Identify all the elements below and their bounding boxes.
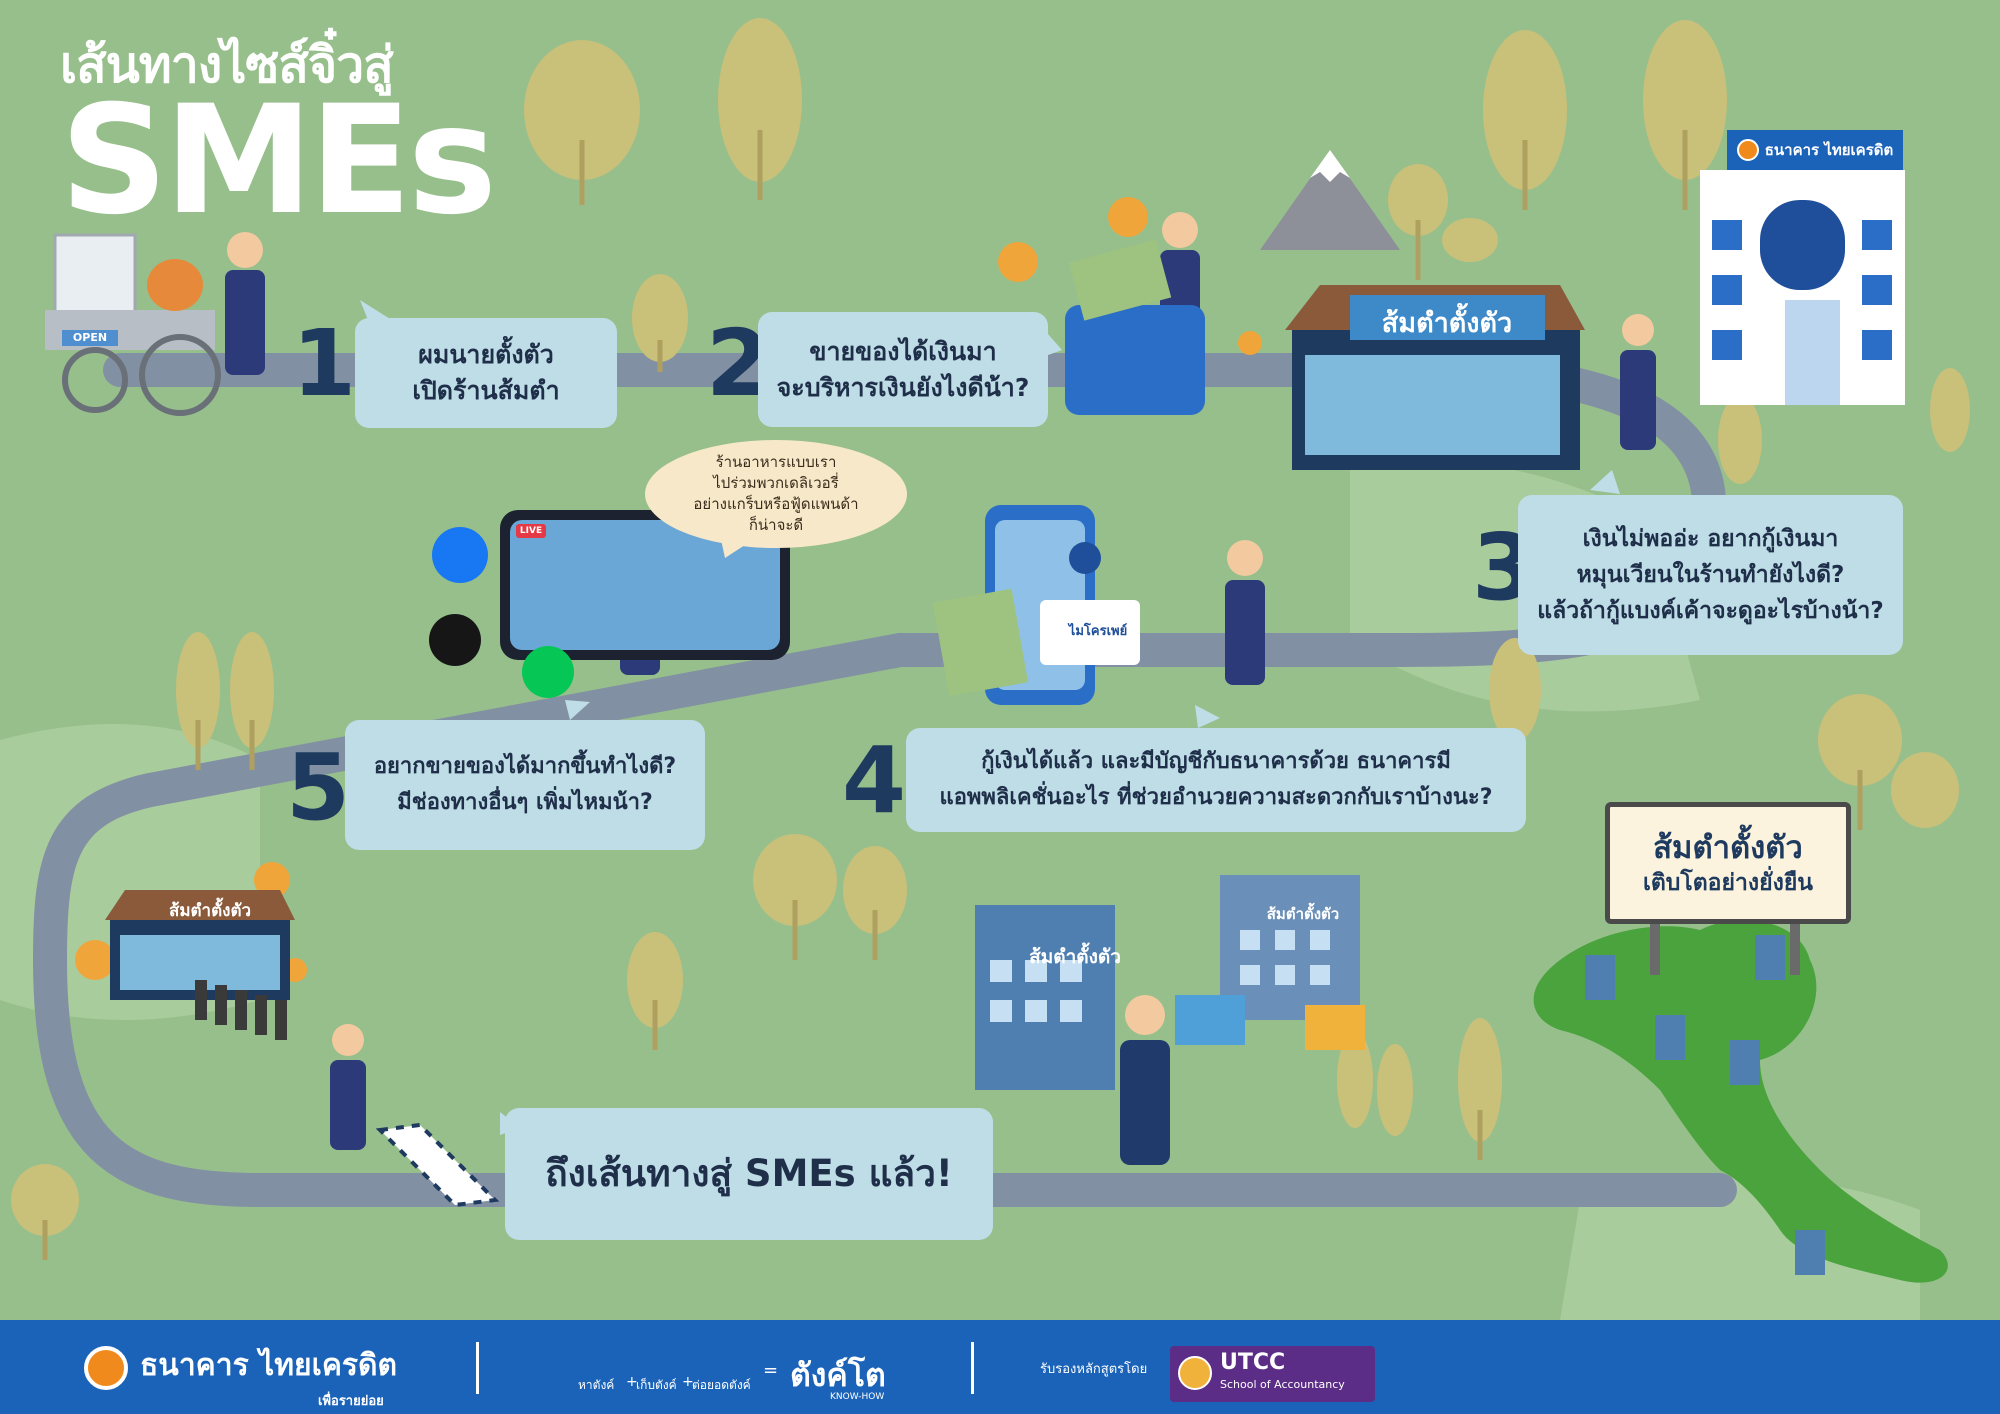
- step-2-line: ขายของได้เงินมา: [809, 336, 997, 366]
- page-title: เส้นทางไซส์จิ๋วสู่ SMEs: [60, 36, 497, 248]
- program-tag: KNOW-HOW: [830, 1392, 885, 1402]
- food-cart: [45, 233, 221, 416]
- step-5-number: 5: [286, 734, 351, 841]
- program-name: ตังค์โต: [790, 1356, 886, 1394]
- finish-text: ถึงเส้นทางสู่ SMEs แล้ว!: [545, 1152, 953, 1195]
- utcc-name: UTCC: [1220, 1350, 1286, 1375]
- footer-divider: [476, 1342, 479, 1394]
- billboard: ส้มตำตั้งตัว เติบโตอย่างยั่งยืน: [1605, 802, 1851, 924]
- shop-building: [1285, 285, 1585, 470]
- footer-bank-sub: เพื่อรายย่อย: [318, 1394, 384, 1409]
- bank-sign-text: ธนาคาร ไทยเครดิต: [1764, 141, 1894, 159]
- bank-sign: ธนาคาร ไทยเครดิต: [1727, 130, 1903, 170]
- bank-logo-icon: [84, 1346, 128, 1390]
- map-buildings: [1585, 935, 1825, 1275]
- step-5-bubble: อยากขายของได้มากขึ้นทำไงดี? มีช่องทางอื่…: [345, 720, 705, 850]
- billboard-post: [1650, 915, 1660, 975]
- bubble-tail: [565, 700, 590, 720]
- banking-app-phone: [932, 505, 1140, 705]
- thailand-map: [1533, 920, 1948, 1283]
- cart-open-sign: OPEN: [72, 331, 108, 344]
- step-3-bubble: เงินไม่พออ่ะ อยากกู้เงินมา หมุนเวียนในร้…: [1518, 495, 1903, 655]
- step-1-line: ผมนายตั้งตัว: [418, 340, 554, 369]
- program-item: เก็บตังค์: [636, 1378, 677, 1392]
- footer-bank-name: ธนาคาร ไทยเครดิต: [140, 1348, 397, 1383]
- speech-line: ร้านอาหารแบบเรา: [715, 453, 837, 471]
- city-buildings: [975, 875, 1365, 1090]
- title-line-1: เส้นทางไซส์จิ๋วสู่: [60, 36, 394, 94]
- phone-live: [500, 510, 790, 660]
- tree: [11, 18, 1970, 1236]
- speech-line: ก็น่าจะดี: [748, 516, 804, 534]
- customers: [195, 980, 287, 1040]
- building-sign: ส้มตำตั้งตัว: [1029, 946, 1121, 968]
- bubble-tail: [1590, 470, 1620, 494]
- program-plus: +: [682, 1374, 694, 1390]
- facebook-icon: [432, 527, 488, 583]
- bank-building: [1700, 170, 1905, 405]
- step-4-bubble: กู้เงินได้แล้ว และมีบัญชีกับธนาคารด้วย ธ…: [906, 728, 1526, 832]
- bank-logo-icon: [1736, 139, 1759, 161]
- step-3-line: หมุนเวียนในร้านทำยังไงดี?: [1576, 562, 1845, 588]
- footer-divider: [971, 1342, 974, 1394]
- bubble-tail: [1195, 705, 1220, 728]
- coin-icon: [75, 197, 1262, 982]
- endorsed-by: รับรองหลักสูตรโดย: [1040, 1362, 1148, 1377]
- billboard-line-1: ส้มตำตั้งตัว: [1653, 830, 1803, 866]
- billboard-post: [1790, 915, 1800, 975]
- step-4-line: แอพพลิเคชั่นอะไร ที่ช่วยอำนวยความสะดวกกั…: [939, 785, 1493, 810]
- step-1-line: เปิดร้านส้มตำ: [412, 376, 560, 405]
- tree-trunk: [42, 130, 1863, 1260]
- title-line-2: SMEs: [60, 74, 497, 248]
- live-badge: LIVE: [519, 526, 543, 536]
- banking-app-name: ไมโครเพย์: [1068, 624, 1128, 639]
- program-item: หาตังค์: [578, 1378, 615, 1392]
- step-1-number: 1: [292, 310, 357, 417]
- program-item: ต่อยอดตังค์: [692, 1378, 751, 1392]
- banknotes: [1068, 239, 1172, 321]
- tiktok-icon: [429, 614, 481, 666]
- mountain: [1260, 150, 1400, 250]
- footer: ธนาคาร ไทยเครดิต เพื่อรายย่อย หาตังค์ + …: [0, 1320, 2000, 1414]
- step-5-line: อยากขายของได้มากขึ้นทำไงดี?: [373, 754, 677, 779]
- billboard-line-2: เติบโตอย่างยั่งยืน: [1642, 870, 1814, 896]
- building-sign: ส้มตำตั้งตัว: [1266, 905, 1340, 923]
- program-equals: =: [763, 1360, 779, 1381]
- utcc-logo-icon: [1178, 1356, 1212, 1390]
- step-2-line: จะบริหารเงินยังไงดีน้า?: [776, 372, 1030, 402]
- mountain-snow: [1310, 150, 1350, 182]
- wallet: [1065, 305, 1205, 415]
- finish-line: [375, 1122, 500, 1208]
- utcc-sub: School of Accountancy: [1220, 1378, 1345, 1391]
- businessman-character: [1120, 995, 1170, 1165]
- step-4-number: 4: [842, 727, 907, 834]
- small-shop-sign: ส้มตำตั้งตัว: [168, 901, 252, 921]
- step-4-line: กู้เงินได้แล้ว และมีบัญชีกับธนาคารด้วย ธ…: [981, 749, 1451, 774]
- step-3-line: เงินไม่พออ่ะ อยากกู้เงินมา: [1582, 526, 1839, 552]
- step-1-bubble: ผมนายตั้งตัว เปิดร้านส้มตำ: [355, 318, 617, 428]
- program-plus: +: [626, 1374, 638, 1390]
- speech-line: อย่างแกร็บหรือฟู้ดแพนด้า: [693, 495, 859, 513]
- shop-sign: ส้มตำตั้งตัว: [1381, 308, 1513, 339]
- step-2-bubble: ขายของได้เงินมา จะบริหารเงินยังไงดีน้า?: [758, 312, 1048, 427]
- step-3-line: แล้วถ้ากู้แบงค์เค้าจะดูอะไรบ้างน้า?: [1537, 598, 1884, 624]
- finish-bubble: ถึงเส้นทางสู่ SMEs แล้ว!: [505, 1108, 993, 1240]
- road: [32, 353, 1737, 1207]
- utcc-badge: UTCC School of Accountancy: [1170, 1346, 1375, 1402]
- line-icon: [522, 646, 574, 698]
- speech-line: ไปร่วมพวกเดลิเวอรี่: [713, 474, 839, 492]
- speech-bubble: ร้านอาหารแบบเรา ไปร่วมพวกเดลิเวอรี่ อย่า…: [645, 440, 907, 548]
- step-5-line: มีช่องทางอื่นๆ เพิ่มไหมน้า?: [397, 790, 653, 815]
